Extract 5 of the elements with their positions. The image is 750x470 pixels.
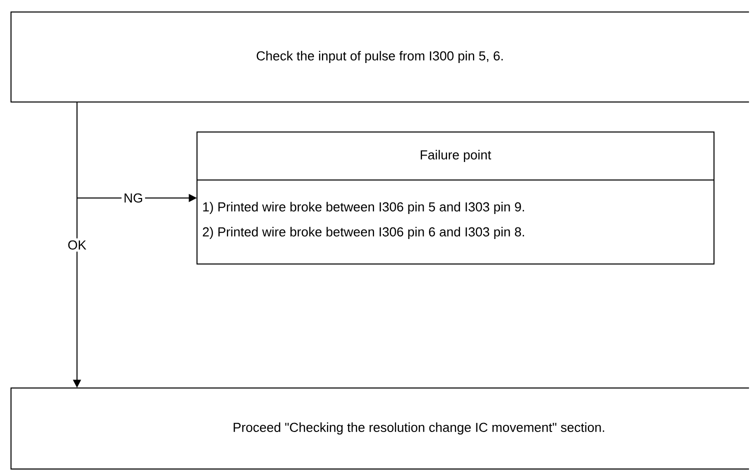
process-box: Proceed "Checking the resolution change IC movement" section. xyxy=(10,388,750,470)
edge-label: OK xyxy=(66,238,88,252)
heading-box: Failure point 1) Printed wire broke between I306 pin 5 and I303 pin 9. 2) Printed wire broke between I306 pin 6 and I303 pin 8. xyxy=(196,132,714,264)
process-box: Check the input of pulse from I300 pin 5, 6. xyxy=(10,12,750,102)
edge-label: NG xyxy=(122,191,146,205)
